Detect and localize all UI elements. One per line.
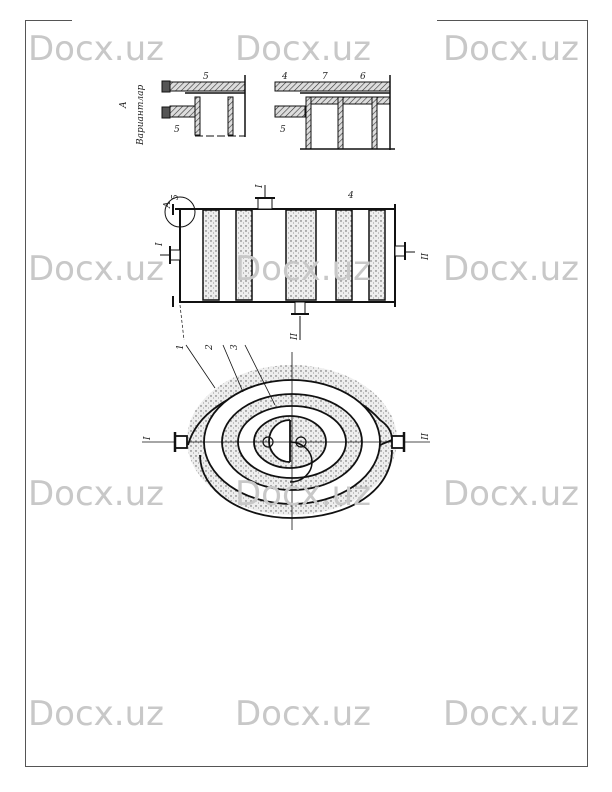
- detail-variant-1: [161, 75, 246, 137]
- label-flow-in-1: I: [143, 436, 153, 441]
- detail-variant-2: [274, 75, 395, 150]
- label-2: 2: [205, 344, 215, 351]
- side-section: [160, 185, 415, 341]
- label-6: 6: [360, 72, 366, 82]
- label-5: 5: [171, 194, 181, 200]
- spiral-plan: [142, 344, 430, 530]
- label-1: 1: [176, 344, 186, 350]
- label-detail-ref: A: [163, 201, 173, 209]
- label-flow-out-2: II: [421, 252, 431, 261]
- label-5: 5: [203, 72, 209, 82]
- label-7: 7: [322, 72, 328, 82]
- label-flow-in-1: I: [155, 242, 165, 247]
- page-border-top-left: [25, 20, 72, 21]
- label-4: 4: [281, 72, 288, 82]
- label-5: 5: [280, 125, 286, 135]
- label-5: 5: [174, 125, 180, 135]
- label-4: 4: [347, 191, 354, 201]
- label-flow-in-2: II: [290, 332, 300, 341]
- label-flow-out-1: I: [255, 184, 265, 189]
- label-flow-out-2: II: [421, 432, 431, 441]
- detail-title: A: [119, 101, 129, 109]
- label-3: 3: [230, 344, 240, 350]
- page-border-top-right: [437, 20, 587, 21]
- detail-caption: A Вариантлар: [119, 85, 146, 146]
- page-border: [25, 20, 588, 767]
- detail-caption-text: Вариантлар: [136, 85, 146, 146]
